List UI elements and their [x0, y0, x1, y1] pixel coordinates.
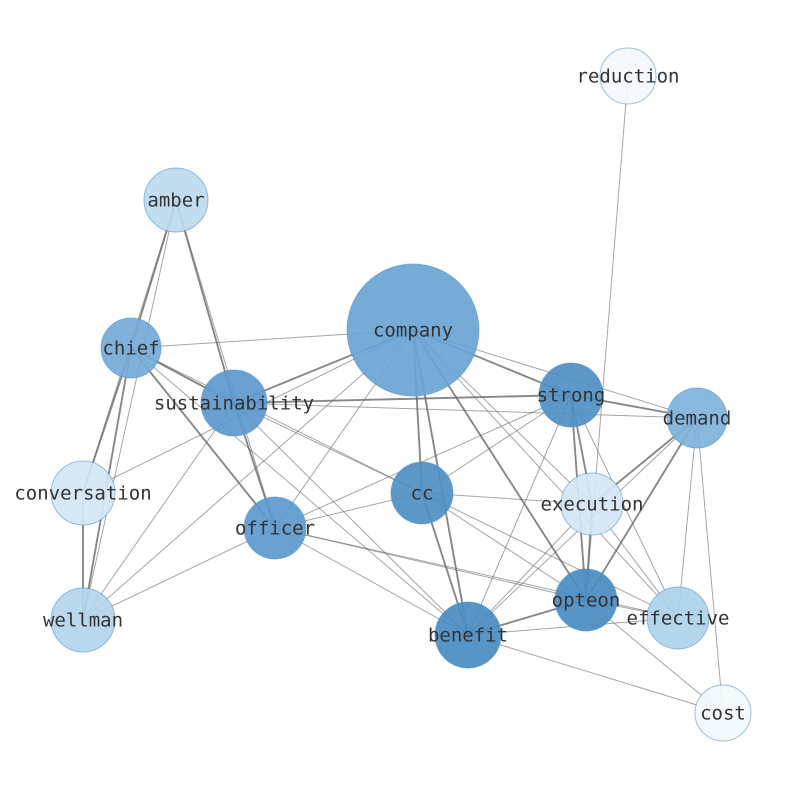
graph-node-benefit[interactable] — [434, 601, 502, 669]
graph-edge — [82, 329, 414, 621]
graph-node-wellman[interactable] — [50, 587, 116, 653]
graph-edge — [130, 347, 423, 494]
graph-edge — [82, 527, 276, 621]
node-layer — [50, 47, 752, 742]
graph-node-opteon[interactable] — [554, 568, 618, 632]
graph-edge — [130, 347, 276, 529]
graph-node-chief[interactable] — [100, 317, 162, 379]
graph-edge — [233, 394, 572, 404]
label-layer: reductionambercompanychiefstrongsustaina… — [14, 66, 746, 725]
graph-edge — [677, 417, 698, 619]
graph-node-amber[interactable] — [143, 167, 209, 233]
graph-node-cost[interactable] — [694, 684, 752, 742]
graph-edge — [570, 394, 679, 619]
graph-edge — [467, 634, 724, 714]
graph-node-strong[interactable] — [538, 362, 604, 428]
graph-node-conversation[interactable] — [50, 460, 116, 526]
graph-edge — [585, 417, 698, 601]
graph-edge — [233, 402, 423, 494]
graph-edge — [696, 417, 724, 714]
graph-edge — [233, 402, 698, 419]
graph-node-demand[interactable] — [666, 387, 728, 449]
graph-node-reduction[interactable] — [599, 47, 657, 105]
graph-edge — [274, 527, 469, 636]
graph-edge — [82, 199, 177, 621]
graph-edge — [467, 394, 572, 636]
graph-edge — [175, 199, 235, 404]
graph-node-sustainability[interactable] — [200, 369, 268, 437]
graph-edge — [130, 347, 469, 636]
graph-edge — [233, 402, 469, 636]
graph-edge — [82, 402, 235, 621]
graph-node-execution[interactable] — [560, 472, 624, 536]
graph-node-officer[interactable] — [243, 496, 307, 560]
graph-edge — [175, 199, 276, 529]
graph-edge — [421, 492, 679, 619]
graph-edge — [421, 492, 587, 601]
graph-edge — [274, 394, 572, 529]
graph-node-effective[interactable] — [646, 586, 710, 650]
graph-node-company[interactable] — [346, 263, 480, 397]
graph-node-cc[interactable] — [390, 461, 454, 525]
